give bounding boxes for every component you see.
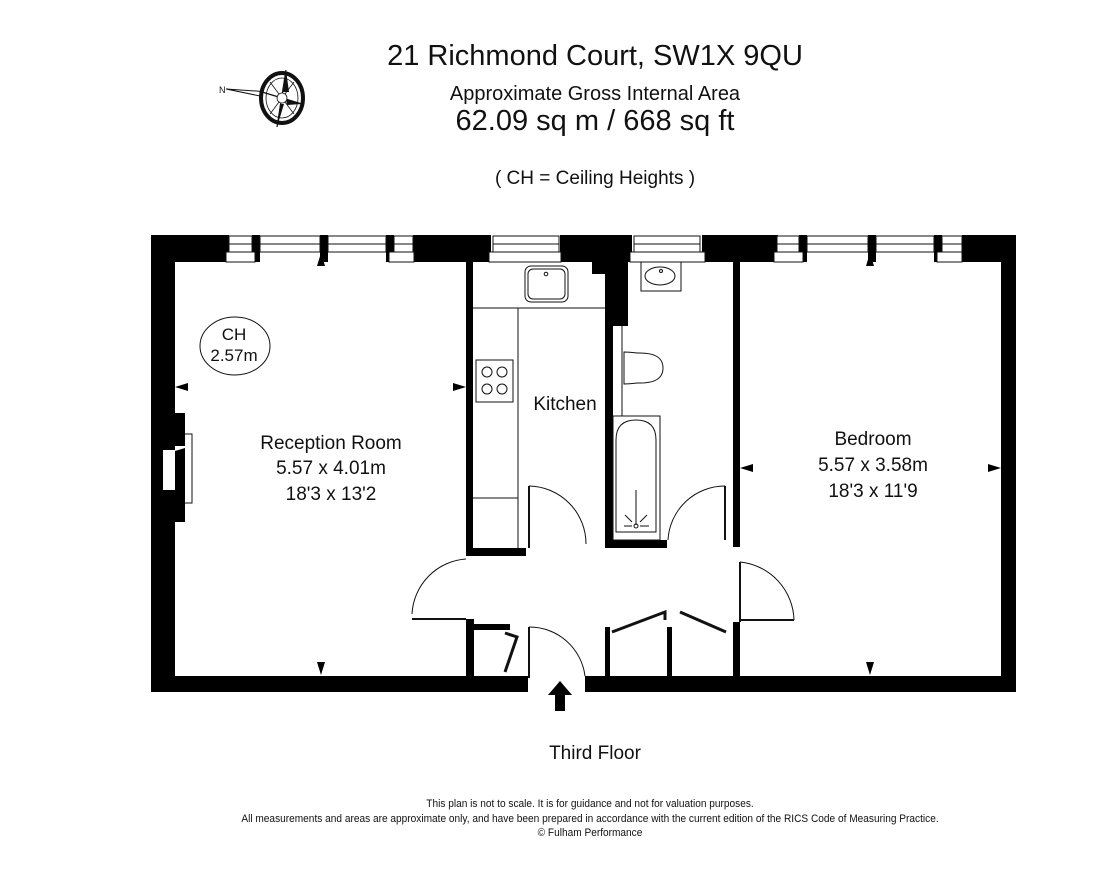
room-name: Reception Room: [260, 433, 402, 454]
compass-north-label: N: [219, 85, 226, 95]
kitchen-sink-icon: [524, 265, 569, 303]
room-metric: 5.57 x 4.01m: [276, 458, 386, 479]
compass-rose-icon: N: [219, 69, 305, 128]
ceiling-height-marker: CH 2.57m: [199, 316, 271, 376]
fireplace-icon: [163, 433, 193, 504]
property-address: 21 Richmond Court, SW1X 9QU: [387, 40, 803, 72]
walls: [151, 235, 1016, 692]
room-name: Bedroom: [834, 429, 911, 450]
windows: [225, 235, 963, 263]
entrance-arrow-icon: [548, 681, 572, 711]
toilet-icon: [623, 351, 664, 385]
room-kitchen: Kitchen: [533, 394, 596, 415]
disclaimer-line-2: All measurements and areas are approxima…: [241, 812, 939, 825]
area-value: 62.09 sq m / 668 sq ft: [455, 105, 735, 137]
kitchen-fixtures: [473, 265, 605, 548]
copyright: © Fulham Performance: [537, 827, 643, 839]
ceiling-height-label: CH: [222, 325, 247, 344]
room-imperial: 18'3 x 11'9: [828, 481, 917, 502]
measurement-arrows: [175, 253, 1001, 675]
room-bedroom: Bedroom 5.57 x 3.58m 18'3 x 11'9: [818, 429, 928, 502]
room-name: Kitchen: [533, 394, 596, 415]
room-metric: 5.57 x 3.58m: [818, 455, 928, 476]
area-label: Approximate Gross Internal Area: [449, 83, 741, 105]
doors: [411, 485, 795, 678]
basin-icon: [640, 261, 682, 292]
bathroom-fixtures: [612, 261, 682, 541]
ceiling-height-value: 2.57m: [210, 346, 257, 365]
disclaimer: This plan is not to scale. It is for gui…: [222, 797, 958, 841]
floor-label: Third Floor: [549, 743, 641, 764]
disclaimer-line-1: This plan is not to scale. It is for gui…: [426, 798, 754, 810]
room-reception: Reception Room 5.57 x 4.01m 18'3 x 13'2: [260, 433, 402, 505]
ceiling-height-legend: ( CH = Ceiling Heights ): [494, 168, 696, 189]
room-imperial: 18'3 x 13'2: [286, 484, 377, 505]
hob-icon: [475, 359, 514, 403]
bath-icon: [612, 415, 661, 541]
